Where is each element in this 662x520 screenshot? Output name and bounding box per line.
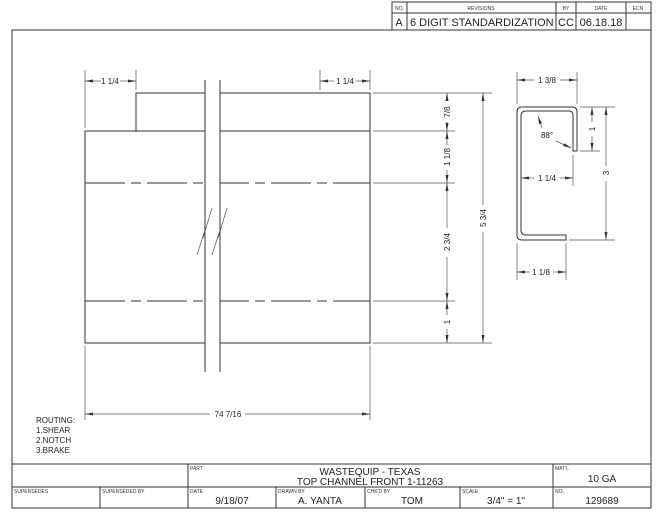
title-block: PART WASTEQUIP - TEXAS TOP CHANNEL FRONT…: [12, 463, 651, 508]
supersedes-label: SUPERSEDES: [14, 489, 49, 495]
matl-value: 10 GA: [588, 474, 617, 485]
drawing-no-value: 129689: [585, 496, 619, 507]
part-label: PART: [190, 466, 203, 472]
dim-d2: 1 1/8: [443, 148, 452, 166]
dim-d4: 1: [443, 319, 452, 324]
dimensions: 1 1/4 1 1/4 7/8 1 1/8 2 3/4 1 5 3/4 74 7…: [84, 70, 492, 420]
dim-left-notch: 1 1/4: [101, 77, 119, 86]
section-angle: 88°: [541, 131, 553, 140]
section-inner-width: 1 1/4: [538, 174, 556, 183]
routing-step: 2.NOTCH: [36, 436, 71, 445]
superseded-by-label: SUPERSEDED BY: [102, 489, 145, 495]
rev-description: 6 DIGIT STANDARDIZATION: [410, 17, 554, 29]
section-width-bottom: 1 1/8: [532, 268, 550, 277]
rev-header-by: BY: [563, 6, 570, 12]
routing-step: 1.SHEAR: [36, 426, 70, 435]
scale-value: 3/4" = 1": [487, 496, 525, 507]
dim-d3: 2 3/4: [443, 233, 452, 251]
drawing-no-label: NO.: [555, 489, 564, 495]
part-front-view: [84, 80, 371, 372]
rev-no: A: [395, 17, 403, 29]
scale-label: SCALE: [462, 489, 479, 495]
rev-header-date: DATE: [595, 6, 609, 12]
matl-label: MAT'L: [555, 466, 569, 472]
rev-header-no: NO.: [395, 6, 404, 12]
chkd-by-label: CHK'D BY: [367, 489, 391, 495]
dim-length: 74 7/16: [215, 410, 242, 419]
section-height: 3: [602, 170, 611, 175]
date-label: DATE: [190, 489, 204, 495]
drawn-by-value: A. YANTA: [298, 496, 342, 507]
dim-d1: 7/8: [443, 106, 452, 118]
routing-notes: ROUTING: 1.SHEAR 2.NOTCH 3.BRAKE: [36, 416, 75, 455]
drawing-frame: [11, 29, 652, 509]
rev-header-revisions: REVISIONS: [467, 6, 495, 12]
part-line1: WASTEQUIP - TEXAS: [320, 467, 421, 478]
routing-title: ROUTING:: [36, 416, 75, 425]
rev-header-ecn: ECN: [633, 6, 644, 12]
rev-by: CC: [558, 17, 574, 29]
date-value: 9/18/07: [215, 496, 249, 507]
section-leg: 1: [588, 126, 597, 131]
dim-right-notch: 1 1/4: [336, 77, 354, 86]
section-width-top: 1 3/8: [538, 76, 556, 85]
routing-step: 3.BRAKE: [36, 446, 70, 455]
rev-date: 06.18.18: [580, 17, 623, 29]
channel-section-view: 1 3/8 88° 1 3 1 1/4 1 1/8: [516, 72, 615, 280]
revision-block: NO. REVISIONS BY DATE ECN A 6 DIGIT STAN…: [391, 1, 652, 31]
part-line2: TOP CHANNEL FRONT 1-11263: [297, 477, 444, 488]
dim-total-height: 5 3/4: [479, 209, 488, 227]
drawn-by-label: DRAWN BY: [278, 489, 305, 495]
chkd-by-value: TOM: [401, 496, 423, 507]
